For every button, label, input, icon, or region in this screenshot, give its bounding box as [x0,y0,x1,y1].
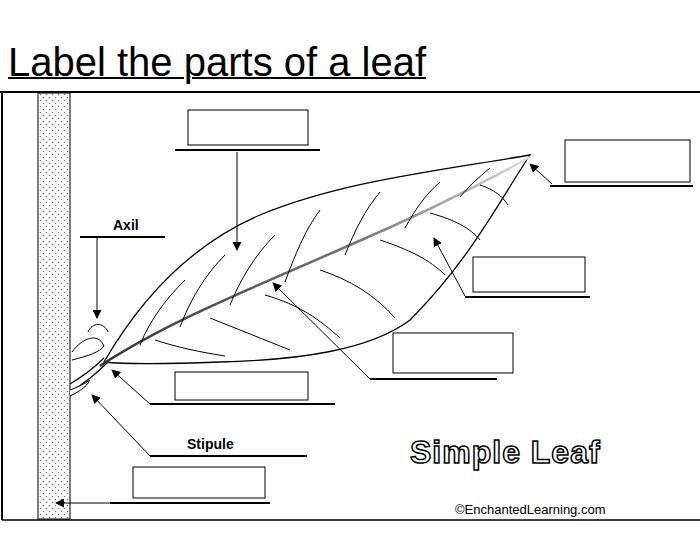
page-title: Label the parts of a leaf [8,42,426,82]
part-label: Axil [113,218,139,232]
stipule [70,380,90,396]
frame-line [0,91,700,93]
copyright-note: ©EnchantedLearning.com [455,503,606,516]
diagram-label: Simple Leaf [410,436,601,468]
part-label: Stipule [187,437,234,451]
veins [140,168,508,356]
frame-line [2,519,700,521]
axil-arc [88,325,108,333]
frame-line [1,92,3,520]
blank-label-box [133,110,690,498]
petiole [70,358,104,384]
answer-line [80,150,693,503]
stem [38,93,70,519]
axil-bud [72,338,104,360]
